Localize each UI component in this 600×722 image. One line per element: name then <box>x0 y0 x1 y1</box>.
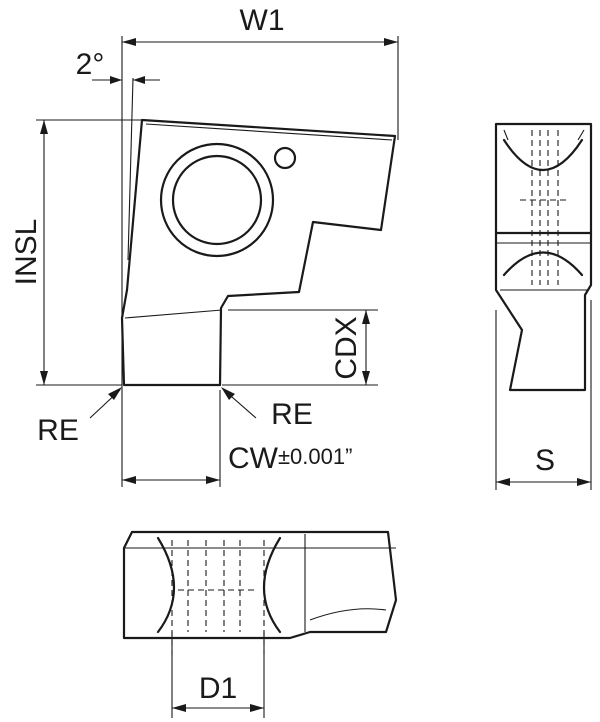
cw-tolerance: ±0.001” <box>278 444 352 469</box>
d1-label: D1 <box>199 672 237 705</box>
d1-arrow-right <box>250 704 264 712</box>
cw-arrow-left <box>122 476 136 484</box>
angle-arrow-left <box>110 76 122 84</box>
insl-arrow-bottom <box>40 371 48 385</box>
insert-chamfer-line <box>124 309 223 319</box>
insl-arrow-top <box>40 120 48 134</box>
re-left-arrow <box>108 387 122 400</box>
side-view: S <box>494 122 593 490</box>
side-groove-bottom-arc <box>502 251 584 277</box>
top-outline <box>122 530 398 640</box>
angle-label: 2° <box>76 48 105 81</box>
angle-reference-line <box>127 77 134 261</box>
cw-label: CW±0.001” <box>228 442 352 475</box>
side-groove-top-edges <box>503 129 585 141</box>
d1-arrow-left <box>172 704 186 712</box>
insert-upper-edge <box>145 123 393 141</box>
front-view: W1 2° INSL CDX RE RE CW±0.001” <box>10 4 399 487</box>
insert-outline <box>120 118 397 387</box>
clamp-hole-inner <box>171 154 263 246</box>
w1-label: W1 <box>240 4 285 37</box>
w1-arrow-left <box>122 38 136 46</box>
s-arrow-right <box>577 478 591 486</box>
insl-label: INSL <box>10 219 43 286</box>
index-hole <box>273 146 297 170</box>
cw-arrow-right <box>206 476 220 484</box>
side-outline <box>494 122 593 392</box>
s-arrow-left <box>496 478 510 486</box>
w1-arrow-right <box>384 38 398 46</box>
top-view: D1 <box>122 530 398 718</box>
cdx-arrow-top <box>362 310 370 324</box>
s-label: S <box>535 444 555 477</box>
top-groove-left-arc <box>156 536 175 634</box>
re-right-arrow <box>221 387 235 400</box>
side-groove-top-arc <box>502 138 584 172</box>
top-groove-right-arc <box>263 536 282 634</box>
cdx-label: CDX <box>330 316 363 379</box>
clamp-hole-outer <box>159 142 275 258</box>
angle-arrow-right <box>133 76 145 84</box>
re-left-label: RE <box>37 414 79 447</box>
top-curve-line <box>309 608 387 621</box>
cdx-arrow-bottom <box>362 371 370 385</box>
re-right-label: RE <box>271 398 313 431</box>
cw-text: CW <box>228 442 279 475</box>
